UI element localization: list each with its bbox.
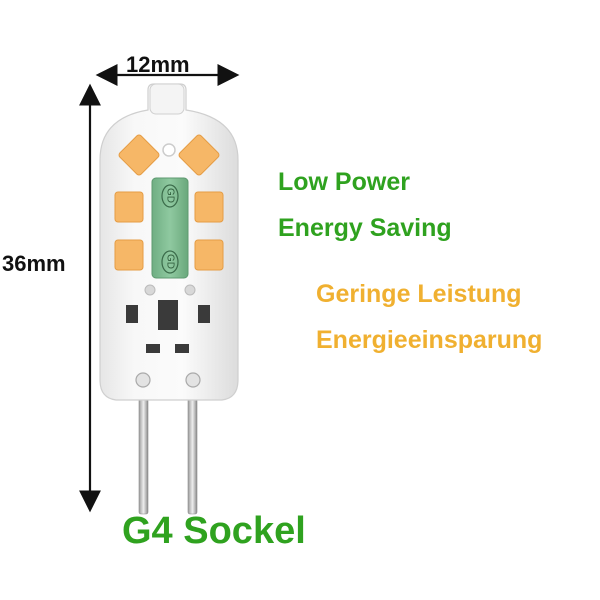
- hole-left: [144, 284, 156, 296]
- socket-label: G4 Sockel: [122, 510, 306, 552]
- hole-right: [184, 284, 196, 296]
- circuit-components: [126, 300, 210, 353]
- led-left-1: [114, 191, 144, 223]
- feature-energieeinsparung: Energieeinsparung: [316, 326, 543, 354]
- center-dot: [162, 143, 176, 157]
- feature-energy-saving: Energy Saving: [278, 214, 452, 242]
- led-right-1: [194, 191, 224, 223]
- led-top-right: [178, 134, 220, 176]
- width-label: 12mm: [126, 52, 190, 77]
- pin-socket-right: [185, 372, 201, 388]
- pin-socket-left: [135, 372, 151, 388]
- chip-marking-top: GD: [164, 188, 176, 203]
- led-right-2: [194, 239, 224, 271]
- height-label: 36mm: [2, 251, 66, 276]
- g4-pins: [138, 381, 198, 515]
- feature-low-power: Low Power: [278, 168, 410, 196]
- driver-chip: [151, 177, 189, 279]
- led-top-left: [118, 134, 160, 176]
- led-left-2: [114, 239, 144, 271]
- chip-marking-bottom: GD: [164, 254, 176, 269]
- feature-geringe-leistung: Geringe Leistung: [316, 280, 522, 308]
